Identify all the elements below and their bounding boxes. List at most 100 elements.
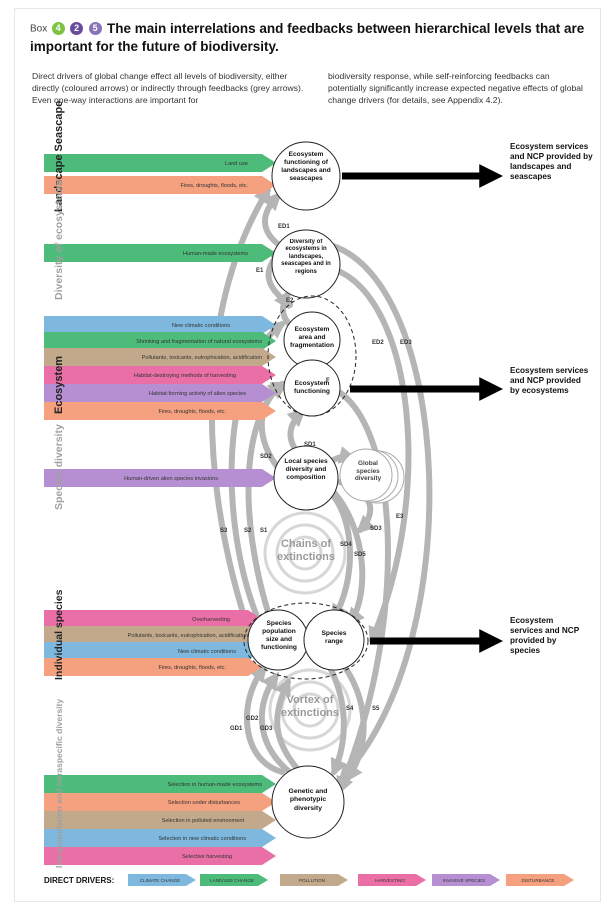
driver-arrow-shrinking xyxy=(44,332,276,350)
driver-label-alien-invasions: Human-driven alien species invasions xyxy=(124,476,218,482)
feedback-arrow-s4 xyxy=(325,661,348,777)
fb-label-gd1: GD1 xyxy=(230,726,243,732)
driver-arrow-alien-invasions xyxy=(44,469,276,487)
fb-label-s1: S1 xyxy=(260,528,268,534)
node-landscape-func xyxy=(271,141,341,211)
node-text-pop-size: Species population size and functioning xyxy=(261,620,297,651)
fb-label-s5: S5 xyxy=(372,706,380,712)
driver-label-shrinking: Shrinking and fragmentation of natural e… xyxy=(136,339,262,345)
node-species-range xyxy=(303,609,365,671)
fb-label-ed3: ED3 xyxy=(400,340,412,346)
driver-label-sel-polluted: Selection in polluted environment xyxy=(162,818,245,824)
driver-label-fires-3: Fires, droughts, floods, etc. xyxy=(159,665,227,671)
driver-arrow-overharvesting xyxy=(44,610,262,628)
driver-label-land-use: Land use xyxy=(225,161,248,167)
level-landscape: Landscape Seascape xyxy=(53,101,65,212)
chains-spiral xyxy=(263,511,347,595)
output-arrows xyxy=(342,164,504,653)
driver-arrow-land-use xyxy=(44,154,276,172)
node-text-eco-func: Ecosystem functioning xyxy=(294,380,330,395)
legend-title: DIRECT DRIVERS: xyxy=(44,876,114,885)
fb-label-e2: E2 xyxy=(286,298,294,304)
driver-arrow-sel-polluted xyxy=(44,811,276,829)
box-label: Box xyxy=(30,23,48,35)
driver-arrow-sel-human-made xyxy=(44,775,276,793)
driver-arrow-pollutants-2 xyxy=(44,626,262,644)
driver-label-fires-2: Fires, droughts, floods, etc. xyxy=(159,409,227,415)
feedback-arrow-sd5 xyxy=(327,485,366,627)
feedback-arrow-ed1 xyxy=(262,192,285,250)
fb-label-f: F xyxy=(326,378,330,384)
driver-label-new-climatic-1: New climatic conditions xyxy=(172,323,230,329)
intro-right: biodiversity response, while self-reinfo… xyxy=(328,71,583,105)
driver-arrow-new-climatic-2 xyxy=(44,642,262,660)
driver-label-fires-1: Fires, droughts, floods, etc. xyxy=(181,183,249,189)
fb-label-sd3: SD3 xyxy=(370,526,382,532)
fb-label-sd4: SD4 xyxy=(340,542,352,548)
vortex-spiral xyxy=(268,668,352,752)
driver-label-sel-human-made: Selection in human-made ecosystems xyxy=(167,782,262,788)
driver-arrow-habitat-forming xyxy=(44,384,276,402)
feedback-arrow-ed2 xyxy=(333,267,412,645)
feedback-arrow-gd1 xyxy=(244,663,285,775)
label-chains-of-extinctions: Chains of extinctions xyxy=(276,538,336,563)
node-text-eco-area: Ecosystem area and fragmentation xyxy=(290,326,334,349)
driver-label-new-climatic-2: New climatic conditions xyxy=(178,649,236,655)
legend-label-disturbance: DISTURBANCE xyxy=(522,878,555,883)
legend-items xyxy=(128,874,574,886)
fb-label-gd3: GD3 xyxy=(260,726,273,732)
node-eco-dashed xyxy=(267,295,357,417)
fb-label-ed1: ED1 xyxy=(278,224,290,230)
fb-label-sd1: SD1 xyxy=(304,442,316,448)
driver-arrow-new-climatic-1 xyxy=(44,316,276,334)
driver-arrow-sel-climatic xyxy=(44,829,276,847)
legend-label-climate: CLIMATE CHANGE xyxy=(140,878,181,883)
node-text-eco-diversity: Diversity of ecosystems in landscapes, s… xyxy=(281,239,331,275)
legend-arrow-disturbance xyxy=(506,874,574,886)
driver-arrow-fires-2 xyxy=(44,402,276,420)
fb-label-ed2: ED2 xyxy=(372,340,384,346)
output-label-species: Ecosystem services and NCP provided by s… xyxy=(510,616,580,655)
legend-arrow-harvesting xyxy=(358,874,426,886)
node-text-global-species: Global species diversity xyxy=(354,460,382,483)
node-text-local-species: Local species diversity and composition xyxy=(284,458,328,481)
feedback-arrow-gd2 xyxy=(258,671,295,777)
driver-arrow-fires-3 xyxy=(44,658,262,676)
driver-label-human-made-eco: Human-made ecosystems xyxy=(183,251,248,257)
badge-4: 4 xyxy=(51,22,65,36)
feedback-arrow-ed3 xyxy=(327,242,433,782)
level-ecosystem: Ecosystem xyxy=(53,356,65,414)
feedback-arrow-sd4 xyxy=(327,489,353,623)
driver-label-pollutants-1: Pollutants, toxicants, eutrophication, a… xyxy=(142,355,262,361)
badge-5: 5 xyxy=(88,22,102,36)
legend-label-harvesting: HARVESTING xyxy=(375,878,405,883)
fb-label-e3: E3 xyxy=(396,514,404,520)
legend-label-pollution: POLLUTION xyxy=(299,878,325,883)
legend-arrow-climate xyxy=(128,874,196,886)
driver-label-sel-harvesting: Selective harvesting xyxy=(182,854,232,860)
output-label-ecosystems: Ecosystem services and NCP provided by e… xyxy=(510,366,589,395)
driver-label-habitat-forming: Habitat-forming activity of alien specie… xyxy=(149,391,246,397)
node-text-landscape-func: Ecosystem functioning of landscapes and … xyxy=(281,151,331,182)
node-local-species xyxy=(273,445,339,511)
fb-label-e1: E1 xyxy=(256,268,264,274)
node-eco-diversity xyxy=(271,229,341,299)
driver-arrow-pollutants-1 xyxy=(44,348,276,366)
legend-arrow-landuse xyxy=(200,874,268,886)
legend-label-invasive: INVASIVE SPECIES xyxy=(443,878,485,883)
level-species-diversity: Species diversity xyxy=(53,424,65,510)
driver-label-pollutants-2: Pollutants, toxicants, eutrophication, a… xyxy=(128,633,248,639)
node-circles xyxy=(243,141,405,839)
intro-left: Direct drivers of global change effect a… xyxy=(32,71,304,105)
driver-label-overharvesting: Overharvesting xyxy=(192,617,230,623)
driver-label-habitat-destroying: Habitat-destroying methods of harvesting xyxy=(134,373,236,379)
node-text-genetic: Genetic and phenotypic diversity xyxy=(288,788,328,812)
output-label-landscapes: Ecosystem services and NCP provided by l… xyxy=(510,142,593,181)
node-genetic xyxy=(271,765,345,839)
level-ecosystems-diversity: Diversity of ecosystems xyxy=(53,180,65,300)
label-vortex-of-extinctions: Vortex of extinctions xyxy=(280,694,340,719)
fb-label-gd2: GD2 xyxy=(246,716,259,722)
level-individual-species: Individual species xyxy=(53,589,65,680)
driver-arrows xyxy=(44,154,276,865)
fb-label-s2: S2 xyxy=(244,528,252,534)
